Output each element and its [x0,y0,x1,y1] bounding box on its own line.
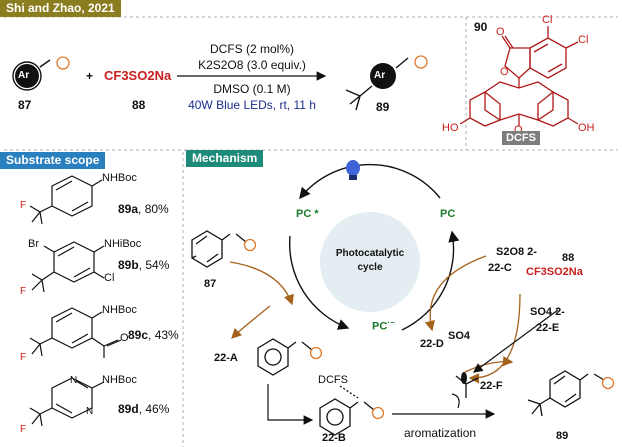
scope-89b-yield: , 54% [138,258,170,272]
complex-label: 22-B [322,432,346,444]
sulfate-radical: SO4 [448,330,471,342]
header-title: Shi and Zhao, 2021 [6,1,115,15]
scope-89b-result: 89b, 54% [118,258,169,272]
sulfate-anion: SO4 2- [530,306,565,318]
cycle-label-1: Photocatalytic [335,248,405,259]
ar-ring-87 [15,64,39,88]
section-header-mechanism: Mechanism [186,150,264,167]
cycle-arrows [288,163,460,331]
persulfate: S2O8 2- [496,246,537,258]
cation-label: 22-A [214,352,238,364]
pc-reduced: PC·− [372,318,395,333]
scope-89d-yield: , 46% [138,402,170,416]
lamp-icon [346,160,360,180]
mech-reagent: CF3SO2Na [526,266,583,278]
mechanism-title: Mechanism [192,151,258,165]
scope-89b-br: Br [28,238,39,250]
scope-89d-label: 89d [118,402,139,416]
pc-ground: PC [440,208,456,220]
dcfs-ho: HO [442,122,459,134]
mech-product-89 [527,370,605,417]
condition-oxidant: K2S2O8 (3.0 equiv.) [198,58,306,72]
g-group-89 [414,55,428,69]
mech-sm-label: 87 [204,278,217,290]
mech-product-label: 89 [556,430,569,442]
reference-number: 90 [474,20,488,34]
electron-transfer-arrows [229,255,521,384]
scope-89b-group: NHiBoc [104,238,142,250]
scope-89a-result: 89a, 80% [118,202,169,216]
condition-solvent: DMSO (0.1 M) [213,82,291,96]
section-header-shi-zhao: Shi and Zhao, 2021 [0,0,121,17]
dcfs-cl-2: Cl [578,34,589,46]
scope-89c-f: F [20,352,27,363]
reagent-label-88: 88 [132,98,146,112]
cf3-radical-22f [455,375,479,398]
mech-reagent-label: 88 [562,252,575,264]
scope-89c-group: NHBoc [102,304,137,316]
ar-ring-89 [370,63,396,89]
scope-89c-result: 89c, 43% [128,328,179,342]
scope-89c-label: 89c [128,328,149,342]
pc-excited: PC * [296,208,319,220]
dcfs-o-bridge: O [514,124,523,136]
dcfs-badge: DCFS [502,131,540,145]
pc-reduced-text: PC [372,320,388,333]
plus-sign: + [86,69,94,83]
scope-89a-yield: , 80% [138,202,169,216]
scope-89a-label: 89a [118,202,139,216]
g-group-22b [371,406,385,420]
scope-89d-f: F [20,424,27,435]
complex-22b [319,385,375,436]
scope-structures [29,175,122,427]
ar-label-89: Ar [374,70,386,81]
g-group-mech-87 [243,238,257,252]
scope-89d-group: NHBoc [102,374,137,386]
product-89-structure [345,57,409,111]
scope-89d-result: 89d, 46% [118,402,169,416]
dcfs-cl-1: Cl [542,14,553,26]
sulfate-label: 22-E [536,322,560,334]
mech-aniline-87 [191,230,247,268]
frame-lines [4,16,618,447]
reagent-cf3so2na: CF3SO2Na [104,68,172,83]
radical-lobe [461,372,467,384]
dcfs-o-lactone: O [500,66,509,78]
dcfs-oh: OH [578,122,595,134]
cycle-bubble [320,212,420,312]
radical-cation-22a [257,338,313,376]
persulfate-label: 22-C [488,262,512,274]
sm-label-87: 87 [18,98,32,112]
dcfs-structure [459,26,579,127]
scope-89b-label: 89b [118,258,139,272]
scope-89d-n2: N [86,406,94,417]
scope-89a-group: NHBoc [102,172,137,184]
section-header-scope: Substrate scope [0,152,106,169]
mechanism-arrows [267,309,559,425]
g-group-89-mech [601,376,615,390]
header-bg [0,0,140,17]
cf3-radical-label: 22-F [480,380,503,392]
scope-89d-n1: N [70,375,78,386]
scope-89a-f: F [20,200,27,211]
scope-89c-yield: , 43% [148,328,179,342]
condition-light: 40W Blue LEDs, rt, 11 h [188,98,316,112]
g-group-22a [309,346,323,360]
scope-title: Substrate scope [6,153,100,167]
scope-89c-o: O [120,332,129,344]
condition-catalyst: DCFS (2 mol%) [209,42,294,56]
pc-reduced-charge: ·− [387,318,395,327]
scope-89b-f: F [20,286,27,297]
sulfate-radical-label: 22-D [420,338,444,350]
aromatization-label: aromatization [404,426,477,440]
mech-dcfs: DCFS [318,374,348,386]
g-group-87 [56,56,70,70]
scope-89b-cl: Cl [104,272,115,284]
ar-label-87: Ar [18,70,30,81]
product-label-89: 89 [376,100,390,114]
dcfs-o-carbonyl: O [496,26,505,38]
cycle-label-2: cycle [357,262,383,273]
